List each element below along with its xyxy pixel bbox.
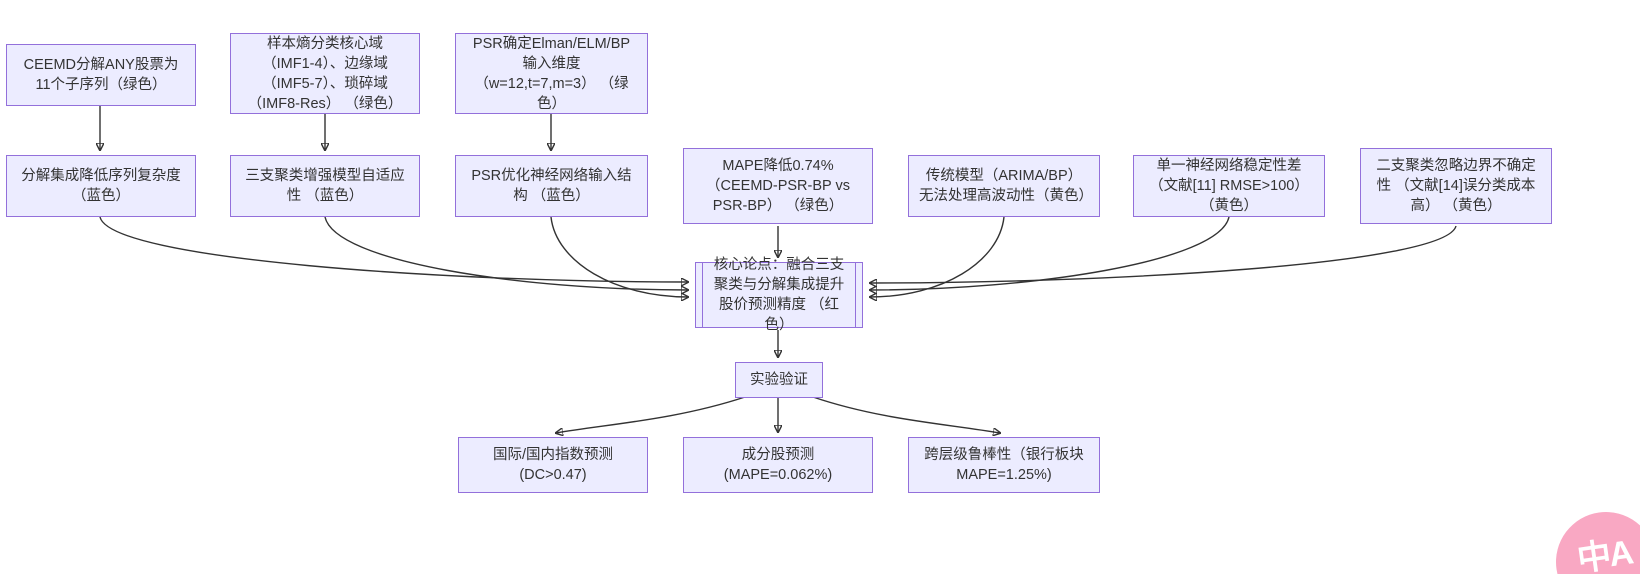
node-label: MAPE降低0.74%（CEEMD-PSR-BP vs PSR-BP） （绿色） [706,158,850,214]
node-label: 二支聚类忽略边界不确定性 （文献[14]误分类成本高） （黄色） [1376,158,1536,214]
node-constituent-prediction: 成分股预测 (MAPE=0.062%) [683,437,873,493]
node-experiment-validation: 实验验证 [735,362,823,398]
node-sample-entropy-domains: 样本熵分类核心域（IMF1-4）、边缘域（IMF5-7）、琐碎域（IMF8-Re… [230,33,420,114]
node-label: 分解集成降低序列复杂度 （蓝色） [21,168,181,204]
edge-traditional-to-core [870,216,1005,297]
node-mape-reduction: MAPE降低0.74%（CEEMD-PSR-BP vs PSR-BP） （绿色） [683,148,873,224]
node-traditional-model-limit: 传统模型（ARIMA/BP）无法处理高波动性（黄色） [908,155,1100,217]
node-psr-input-dimension: PSR确定Elman/ELM/BP输入维度（w=12,t=7,m=3） （绿色） [455,33,648,114]
node-label: 核心论点：融合三支聚类与分解集成提升股价预测精度 （红色） [713,257,845,333]
node-two-way-clustering-limit: 二支聚类忽略边界不确定性 （文献[14]误分类成本高） （黄色） [1360,148,1552,224]
edge-complexity-to-core [99,216,688,282]
edge-twoway-to-core [870,225,1457,283]
node-label: 单一神经网络稳定性差（文献[11] RMSE>100） （黄色） [1149,158,1309,214]
node-label: 传统模型（ARIMA/BP）无法处理高波动性（黄色） [919,168,1093,204]
subroutine-left-line [702,263,703,327]
node-label: 三支聚类增强模型自适应性 （蓝色） [245,168,405,204]
node-psr-structure: PSR优化神经网络输入结构 （蓝色） [455,155,648,217]
node-index-prediction: 国际/国内指数预测 (DC>0.47) [458,437,648,493]
edge-experiment-to-index [556,396,746,433]
node-three-way-adaptivity: 三支聚类增强模型自适应性 （蓝色） [230,155,420,217]
node-label: 实验验证 [750,372,808,388]
subroutine-right-line [855,263,856,327]
node-label: 国际/国内指数预测 (DC>0.47) [492,447,614,483]
edge-singlenn-to-core [870,216,1230,290]
node-label: PSR优化神经网络输入结构 （蓝色） [471,168,632,204]
node-label: 跨层级鲁棒性（银行板块 MAPE=1.25%) [924,447,1084,483]
node-ceemd-decompose: CEEMD分解ANY股票为11个子序列（绿色） [6,44,196,106]
edge-structure-to-core [550,216,688,297]
edge-adaptivity-to-core [324,216,688,290]
node-single-nn-instability: 单一神经网络稳定性差（文献[11] RMSE>100） （黄色） [1133,155,1325,217]
node-label: PSR确定Elman/ELM/BP输入维度（w=12,t=7,m=3） （绿色） [472,35,631,112]
translate-button[interactable]: 中A [1549,505,1640,574]
node-core-thesis: 核心论点：融合三支聚类与分解集成提升股价预测精度 （红色） [695,257,863,333]
edge-experiment-to-robustness [812,396,1000,433]
node-decomposition-complexity: 分解集成降低序列复杂度 （蓝色） [6,155,196,217]
node-label: CEEMD分解ANY股票为11个子序列（绿色） [23,57,179,93]
node-label: 样本熵分类核心域（IMF1-4）、边缘域（IMF5-7）、琐碎域（IMF8-Re… [247,35,403,112]
translate-button-label: 中A [1574,533,1635,574]
node-label: 成分股预测 (MAPE=0.062%) [723,447,833,483]
node-cross-level-robustness: 跨层级鲁棒性（银行板块 MAPE=1.25%) [908,437,1100,493]
